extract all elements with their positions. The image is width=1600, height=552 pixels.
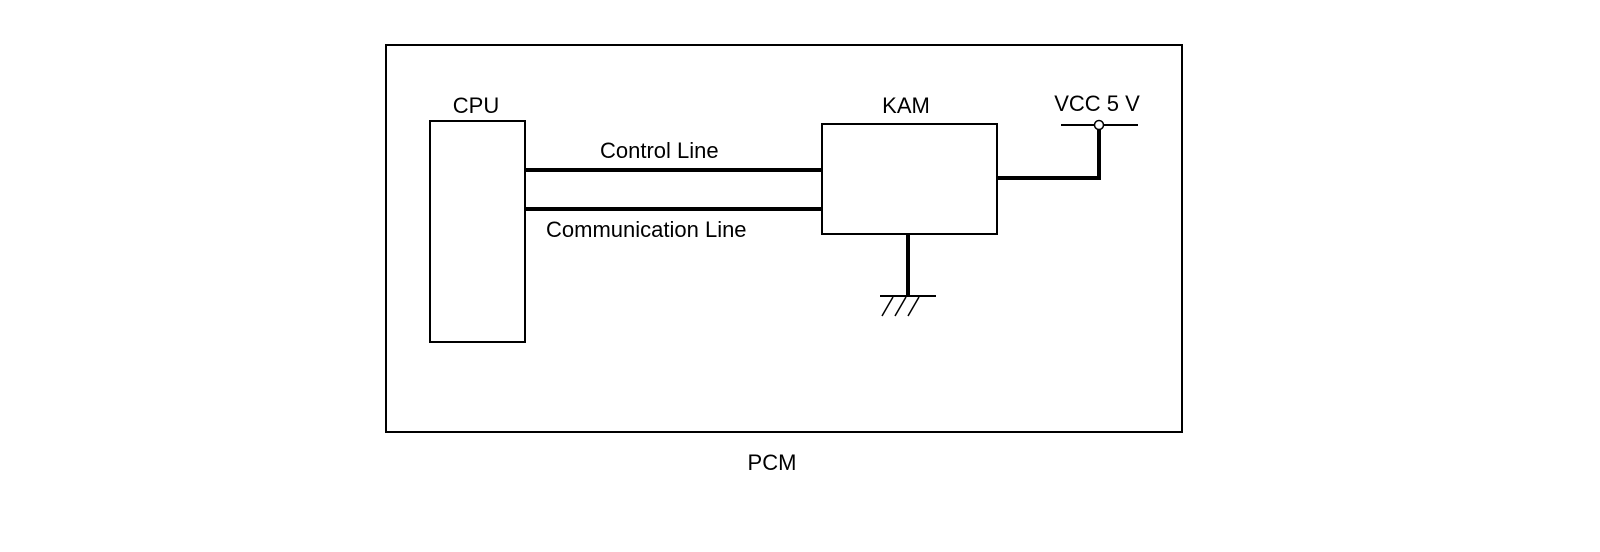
communication-line-label: Communication Line (546, 217, 747, 242)
ground-icon (880, 234, 936, 317)
vcc-terminal-icon (1093, 119, 1105, 131)
kam-block (821, 123, 998, 235)
vcc-supply-wire (997, 127, 1101, 180)
pcm-enclosure (385, 44, 1183, 433)
control-line-label: Control Line (600, 138, 719, 163)
vcc-label: VCC 5 V (1054, 91, 1140, 116)
cpu-label: CPU (453, 93, 499, 118)
kam-label: KAM (882, 93, 930, 118)
cpu-block (429, 120, 526, 343)
pcm-label: PCM (748, 450, 797, 475)
